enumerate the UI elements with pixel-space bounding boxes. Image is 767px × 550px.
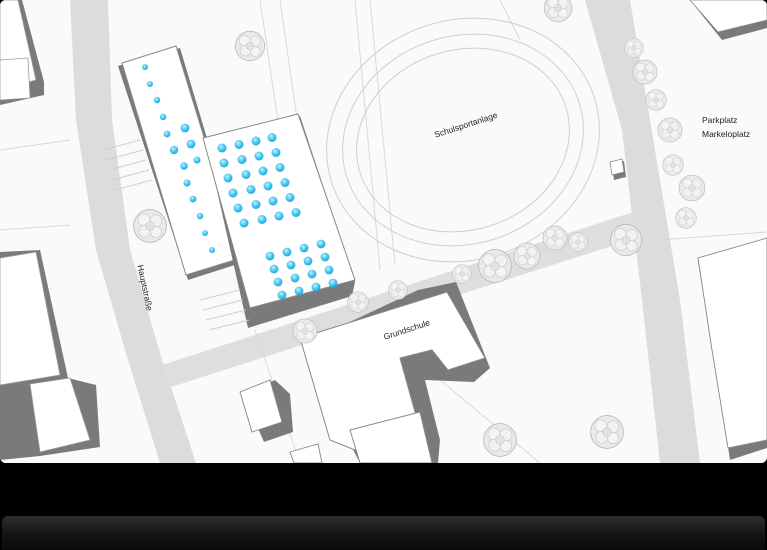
skylight-icon <box>180 162 188 170</box>
skylight-icon <box>153 96 161 104</box>
skylight-icon <box>228 188 238 198</box>
skylight-icon <box>209 247 215 253</box>
skylight-icon <box>303 256 313 266</box>
skylight-icon <box>180 123 190 133</box>
skylight-icon <box>142 64 148 70</box>
skylight-icon <box>254 151 264 161</box>
tree-icon <box>347 291 369 313</box>
building-ne <box>689 0 767 40</box>
tree-icon <box>662 154 684 176</box>
skylight-icon <box>217 143 227 153</box>
skylight-icon <box>267 133 277 142</box>
tree-icon <box>568 232 588 252</box>
skylight-icon <box>183 179 191 187</box>
label-parking-line2: Markeloplatz <box>702 129 750 139</box>
tree-icon <box>388 280 408 300</box>
skylight-icon <box>286 260 296 270</box>
main-road <box>70 0 196 463</box>
skylight-icon <box>246 185 256 194</box>
skylight-icon <box>328 278 338 288</box>
skylight-icon <box>291 208 301 217</box>
skylight-icon <box>147 81 153 87</box>
skylight-icon <box>233 203 243 213</box>
skylight-icon <box>163 130 171 138</box>
skylight-icon <box>196 212 204 220</box>
building-west <box>0 250 100 460</box>
skylight-icon <box>258 166 268 176</box>
skylight-icon <box>237 155 247 164</box>
skylight-icon <box>169 145 179 155</box>
tree-icon <box>590 415 624 449</box>
skylights <box>142 64 338 300</box>
skylight-icon <box>269 264 279 274</box>
skylight-icon <box>263 181 273 191</box>
tree-icon <box>234 30 266 62</box>
skylight-icon <box>202 230 208 236</box>
tree-icon <box>645 89 667 111</box>
skylight-icon <box>324 265 334 275</box>
skylight-icon <box>251 200 261 209</box>
skylight-icon <box>223 173 233 183</box>
skylight-icon <box>257 215 267 224</box>
skylight-icon <box>311 282 321 292</box>
tree-icon <box>513 242 541 270</box>
skylight-icon <box>277 290 287 300</box>
skylight-icon <box>282 247 292 257</box>
label-parking-line1: Parkplatz <box>702 115 737 125</box>
tree-icon <box>632 59 658 85</box>
tree-icon <box>483 423 517 457</box>
tree-icon <box>610 224 642 256</box>
skylight-icon <box>274 211 284 221</box>
skylight-icon <box>193 156 201 164</box>
tree-icon <box>292 318 318 344</box>
small-kiosk <box>609 158 626 180</box>
skylight-icon <box>275 163 285 172</box>
skylight-icon <box>273 277 283 287</box>
skylight-icon <box>307 269 317 279</box>
tree-icon <box>657 117 683 143</box>
bottom-toolbar-bar <box>2 516 765 550</box>
skylight-icon <box>268 196 278 206</box>
skylight-icon <box>285 193 295 202</box>
skylight-icon <box>265 251 275 261</box>
tree-icon <box>624 38 644 58</box>
skylight-icon <box>239 218 249 228</box>
skylight-icon <box>159 113 167 121</box>
tree-icon <box>478 249 512 283</box>
skylight-icon <box>290 273 300 283</box>
site-plan-map[interactable]: Schulsportanlage <box>0 0 767 463</box>
building-small-south <box>239 379 323 463</box>
site-plan-svg: Schulsportanlage <box>0 0 767 463</box>
tree-icon <box>678 174 706 202</box>
skylight-icon <box>316 239 326 249</box>
skylight-icon <box>251 136 261 146</box>
skylight-icon <box>189 195 197 203</box>
tree-icon <box>675 207 697 229</box>
building-nw <box>0 0 44 105</box>
building-east <box>697 237 767 460</box>
skylight-icon <box>219 158 229 168</box>
parking-stripes <box>102 139 250 331</box>
tree-icon <box>542 225 568 251</box>
skylight-icon <box>294 286 304 296</box>
skylight-icon <box>234 140 244 149</box>
building-primary-school <box>299 282 490 463</box>
skylight-icon <box>186 139 196 149</box>
skylight-icon <box>320 252 330 262</box>
skylight-icon <box>280 178 290 187</box>
tree-icon <box>452 264 472 284</box>
skylight-icon <box>299 243 309 253</box>
east-road <box>585 0 700 463</box>
skylight-icon <box>271 148 281 157</box>
tree-icon <box>133 209 167 243</box>
skylight-icon <box>241 170 251 179</box>
